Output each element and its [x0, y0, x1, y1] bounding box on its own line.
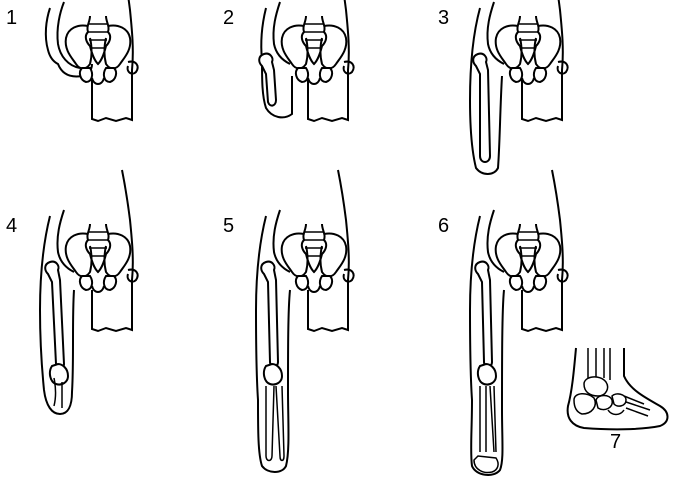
- figure-4: [40, 169, 139, 414]
- figure-1: [46, 0, 139, 122]
- panel-label-3: 3: [438, 7, 450, 29]
- panel-label-5: 5: [223, 215, 235, 237]
- panel-label-2: 2: [223, 7, 235, 29]
- panel-label-6: 6: [438, 215, 450, 237]
- panel-label-7: 7: [610, 431, 622, 453]
- figure-3: [470, 0, 569, 174]
- figure-2: [259, 0, 355, 122]
- panel-label-4: 4: [6, 215, 18, 237]
- panel-label-1: 1: [6, 7, 18, 29]
- figure-6: [470, 169, 569, 475]
- figure-7: [568, 348, 668, 429]
- figure-5: [256, 169, 355, 472]
